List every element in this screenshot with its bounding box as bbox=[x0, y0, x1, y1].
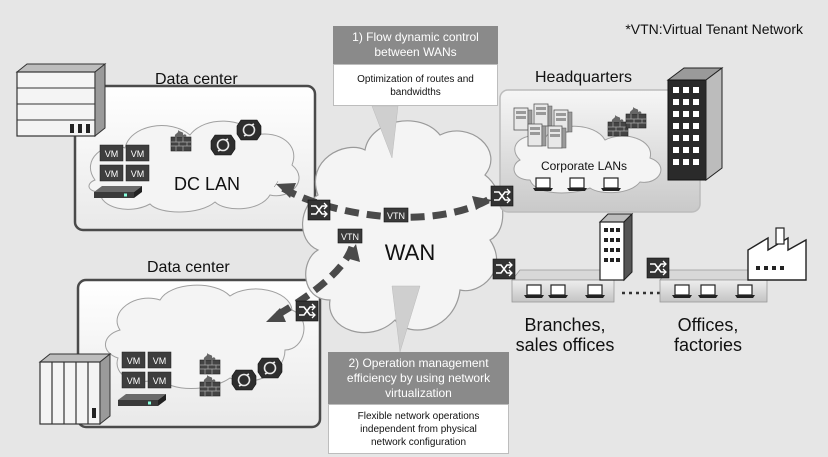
branch-building-icon bbox=[598, 212, 634, 282]
callout-pointer-top bbox=[371, 105, 399, 159]
switch-icon bbox=[492, 258, 516, 280]
laptop-icon bbox=[584, 284, 606, 299]
callout-flow-control-body: Optimization of routes and bandwidths bbox=[333, 64, 498, 106]
datacenter-bottom bbox=[38, 278, 322, 429]
dc-lan-label: DC LAN bbox=[174, 174, 240, 194]
laptop-icon bbox=[600, 177, 622, 192]
server-rack-icon bbox=[15, 62, 107, 138]
laptop-icon bbox=[671, 284, 693, 299]
arrow-head bbox=[266, 308, 286, 322]
vtn-label: VTN bbox=[387, 211, 405, 221]
laptop-icon bbox=[697, 284, 719, 299]
vtn-arrow-dc-to-hq-left bbox=[274, 181, 490, 221]
branches bbox=[511, 212, 634, 303]
building-icon bbox=[38, 352, 112, 426]
wan-label: WAN bbox=[385, 240, 436, 265]
router-icon bbox=[210, 134, 236, 156]
vm-label: VM bbox=[153, 376, 167, 386]
callout-operation-body: Flexible network operations independent … bbox=[328, 404, 509, 454]
vm-label: VM bbox=[131, 149, 145, 159]
vm-label: VM bbox=[131, 169, 145, 179]
offices bbox=[659, 227, 807, 303]
laptop-icon bbox=[547, 284, 569, 299]
vm-label: VM bbox=[127, 356, 141, 366]
branches-label: Branches,sales offices bbox=[516, 315, 615, 355]
router-icon bbox=[231, 369, 257, 391]
laptop-icon bbox=[523, 284, 545, 299]
arrow-head bbox=[276, 183, 296, 198]
headquarters-label: Headquarters bbox=[535, 69, 632, 86]
headquarters bbox=[499, 67, 724, 213]
appliance-icon bbox=[118, 394, 166, 406]
office-building-icon bbox=[666, 67, 724, 181]
vm-label: VM bbox=[153, 356, 167, 366]
vm-label: VM bbox=[127, 376, 141, 386]
vtn-label: VTN bbox=[341, 232, 359, 242]
laptop-icon bbox=[532, 177, 554, 192]
datacenter-bottom-label: Data center bbox=[147, 259, 230, 276]
offices-label: Offices,factories bbox=[674, 315, 742, 355]
vm-label: VM bbox=[105, 149, 119, 159]
switch-icon bbox=[295, 300, 319, 322]
footnote-vtn: *VTN:Virtual Tenant Network bbox=[625, 21, 804, 37]
arrow-head bbox=[472, 196, 492, 210]
router-icon bbox=[236, 119, 262, 141]
router-icon bbox=[257, 357, 283, 379]
switch-icon bbox=[646, 257, 670, 279]
appliance-icon bbox=[94, 186, 142, 198]
datacenter-top-label: Data center bbox=[155, 71, 238, 88]
callout-flow-control-heading: 1) Flow dynamic control between WANs bbox=[333, 26, 498, 64]
factory-icon bbox=[747, 227, 807, 281]
corporate-lans-label: Corporate LANs bbox=[541, 159, 627, 173]
laptop-icon bbox=[734, 284, 756, 299]
switch-icon bbox=[307, 199, 331, 221]
arrow-head bbox=[346, 244, 360, 262]
callout-operation-heading: 2) Operation management efficiency by us… bbox=[328, 352, 509, 404]
switch-icon bbox=[490, 185, 514, 207]
datacenter-top bbox=[15, 62, 317, 232]
vm-label: VM bbox=[105, 169, 119, 179]
laptop-icon bbox=[566, 177, 588, 192]
callout-pointer-bottom bbox=[391, 285, 421, 353]
